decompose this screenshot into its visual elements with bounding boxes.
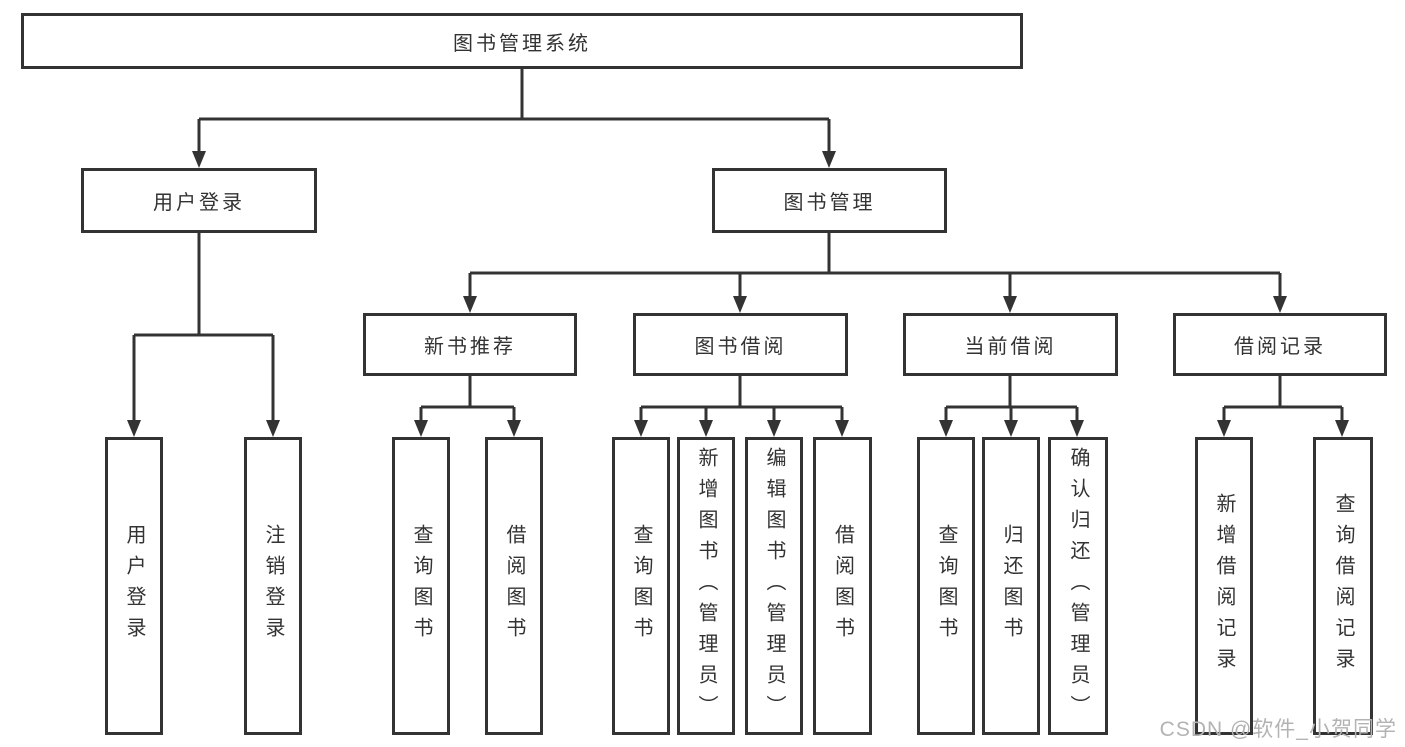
node-book-management: 图书管理	[712, 168, 947, 233]
node-book-borrowing: 图书借阅	[633, 313, 848, 376]
node-borrowing-records: 借阅记录	[1173, 313, 1387, 376]
connector-current-borrow-children	[944, 374, 1079, 426]
connector-borrow-record-children	[1222, 374, 1344, 426]
leaf-newbook-borrow-books: 借阅图书	[485, 437, 543, 735]
connector-root-to-level2	[197, 67, 831, 157]
leaf-borrow-borrow-books: 借阅图书	[813, 437, 872, 735]
leaf-current-query-books: 查询图书	[917, 437, 975, 735]
leaf-logout: 注销登录	[244, 437, 302, 735]
leaf-borrow-edit-books-admin: 编辑图书（管理员）	[745, 437, 803, 735]
leaf-newbook-query-books: 查询图书	[392, 437, 450, 735]
node-current-borrowing: 当前借阅	[903, 313, 1118, 376]
connector-book-management-children	[468, 231, 1282, 302]
leaf-current-return-books: 归还图书	[982, 437, 1040, 735]
connector-book-borrow-children	[639, 374, 844, 426]
leaf-record-query-borrow-record: 查询借阅记录	[1313, 437, 1373, 735]
connector-user-login-children	[132, 231, 275, 426]
leaf-user-login: 用户登录	[105, 437, 163, 735]
node-user-login: 用户登录	[81, 168, 317, 233]
leaf-current-confirm-return-admin: 确认归还（管理员）	[1048, 437, 1108, 735]
leaf-record-add-borrow-record: 新增借阅记录	[1195, 437, 1253, 735]
connector-new-book-children	[419, 374, 516, 426]
node-new-book-recommendation: 新书推荐	[363, 313, 577, 376]
arrowheads	[127, 151, 1349, 437]
node-root-library-management-system: 图书管理系统	[21, 13, 1023, 69]
leaf-borrow-query-books: 查询图书	[612, 437, 670, 735]
leaf-borrow-add-books-admin: 新增图书（管理员）	[677, 437, 735, 735]
csdn-watermark: CSDN @软件_小贺同学	[1159, 718, 1397, 741]
